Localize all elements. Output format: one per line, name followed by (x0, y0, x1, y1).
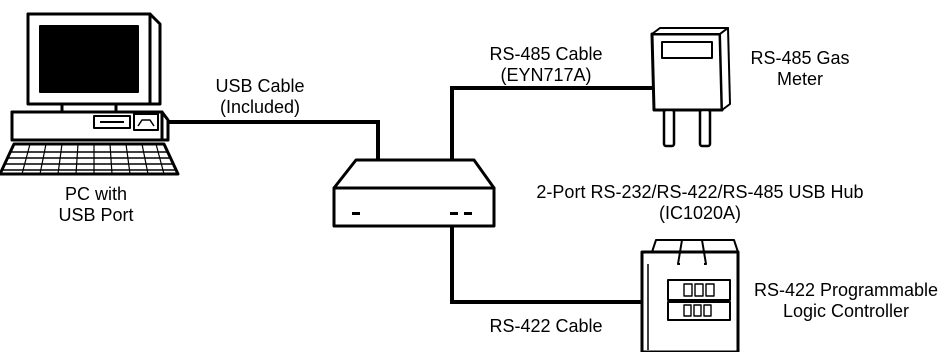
usb-cable-label: USB Cable (Included) (215, 76, 304, 118)
usb-cable-label-line1: USB Cable (215, 76, 305, 96)
plc-label: RS-422 Programmable Logic Controller (754, 280, 938, 322)
pc-label-line1: PC with (64, 184, 127, 204)
usb-port (133, 113, 159, 131)
rs422-cable-label-line1: RS-422 Cable (489, 316, 603, 336)
gas-meter-illustration (650, 27, 731, 148)
plc-label-line1: RS-422 Programmable (753, 280, 939, 300)
pc-label: PC with USB Port (58, 184, 133, 226)
monitor-screen (39, 25, 139, 93)
gas-meter-label: RS-485 Gas Meter (750, 48, 849, 90)
plc-label-line2: Logic Controller (782, 301, 910, 321)
rs422-cable-label: RS-422 Cable (489, 316, 602, 337)
hub-label-line2: (IC1020A) (658, 203, 742, 223)
pc-label-line2: USB Port (58, 205, 134, 225)
rs485-cable-label: RS-485 Cable (EYN717A) (489, 44, 602, 86)
plc-display-top (667, 279, 731, 301)
hub-front (332, 186, 496, 228)
plc-illustration (640, 239, 740, 354)
hub-top (332, 158, 496, 190)
gas-meter-display (661, 41, 713, 59)
rs485-cable-label-line2: (EYN717A) (500, 65, 592, 85)
hub-label: 2-Port RS-232/RS-422/RS-485 USB Hub (IC1… (536, 182, 863, 224)
usb-cable-line (165, 120, 380, 162)
gas-meter-label-line1: RS-485 Gas (750, 48, 850, 68)
pc-illustration (0, 12, 180, 176)
hub-label-line1: 2-Port RS-232/RS-422/RS-485 USB Hub (536, 182, 864, 202)
rs422-cable-line (450, 226, 642, 304)
rs485-cable-line (450, 86, 652, 162)
rs485-cable-label-line1: RS-485 Cable (489, 44, 603, 64)
usb-cable-label-line2: (Included) (219, 97, 301, 117)
usb-hub-illustration (332, 158, 496, 228)
gas-meter-label-line2: Meter (776, 69, 824, 89)
